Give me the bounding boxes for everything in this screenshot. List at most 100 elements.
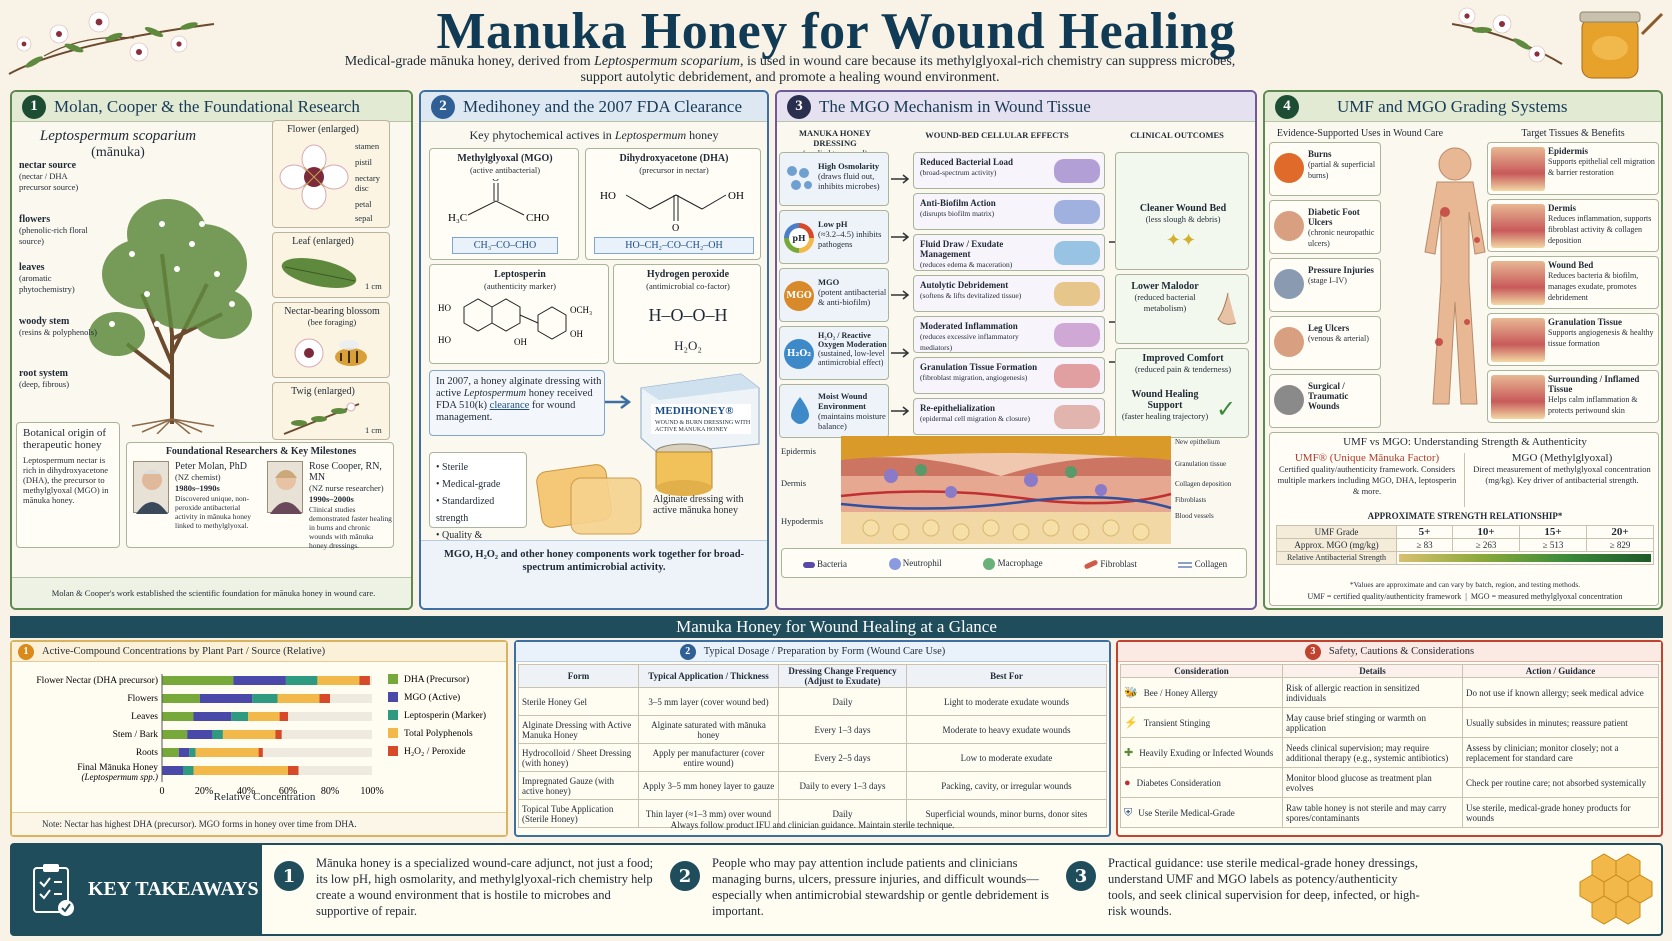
checkmark-icon: ✓ [1216, 397, 1237, 423]
effect-autolytic-debridement: Autolytic Debridement(softens & lifts de… [913, 275, 1105, 312]
cell-illustration-icon [1054, 364, 1100, 388]
umf-definition: UMF® (Unique Mānuka Factor)Certified qua… [1277, 452, 1457, 497]
human-body-figure [1424, 147, 1486, 405]
honeycomb-decoration [1579, 853, 1653, 925]
honey-gel-jar-image [655, 443, 713, 496]
legend-swatch [388, 728, 398, 738]
bar-segment [288, 766, 299, 775]
safety-icon: ✚ [1124, 746, 1134, 759]
takeaway-1: Mānuka honey is a specialized wound-care… [316, 856, 654, 918]
panel-number: 4 [1275, 94, 1299, 119]
bar-segment [233, 676, 286, 685]
water-drop-icon [791, 397, 809, 424]
twig-enlarged-inset: Twig (enlarged) 1 cm [272, 382, 390, 440]
bar-segment [275, 730, 282, 739]
species-name: Leptospermum scoparium [39, 128, 197, 144]
bar-segment [279, 712, 288, 721]
use-diabetic-foot-ulcers: Diabetic Foot Ulcers(chronic neuropathic… [1269, 200, 1381, 254]
hydrogen-peroxide-card: Hydrogen peroxide (antimicrobial co-fact… [613, 264, 761, 364]
bar-segment [162, 712, 194, 721]
key-takeaways-label: KEY TAKEAWAYS [12, 845, 262, 934]
quality-bullets: • Sterile• Medical-grade• Standardized s… [429, 452, 527, 558]
alginate-dressing-image [536, 464, 642, 535]
bar-segment [162, 694, 200, 703]
category-label: Flowers [127, 694, 158, 704]
svg-text:OH: OH [570, 329, 583, 339]
panel-medihoney: 2 Medihoney and the 2007 FDA Clearance Ke… [419, 90, 769, 610]
legend-swatch [388, 710, 398, 720]
bar-segment [248, 712, 280, 721]
legend-macrophage: Macrophage [983, 558, 1043, 570]
leaf-enlarged-inset: Leaf (enlarged) 1 cm [272, 232, 390, 298]
category-label: Roots [136, 748, 158, 758]
safety-icon: ● [1124, 776, 1131, 789]
safety-icon: ⚡ [1124, 716, 1138, 729]
dha-molecule-card: Dihydroxyacetone (DHA) (precursor in nec… [585, 148, 761, 260]
svg-text:HO: HO [438, 335, 451, 345]
label-root-system: root system(deep, fibrous) [19, 368, 70, 389]
phytochemicals-heading: Key phytochemical actives in Leptospermu… [469, 128, 719, 142]
svg-text:HO: HO [438, 303, 451, 313]
safety-icon: ⛨ [1124, 806, 1133, 819]
cell-illustration-icon [1054, 282, 1100, 306]
label-woody-stem: woody stem(resins & polyphenols) [19, 316, 97, 337]
arrow-right-icon [605, 395, 632, 409]
cell-legend: Bacteria Neutrophil Macrophage Fibroblas… [781, 548, 1247, 578]
effect-anti-biofilm-action: Anti-Biofilm Action(disrupts biofilm mat… [913, 193, 1105, 230]
wound-site-icon [1274, 327, 1304, 357]
cell-illustration-icon [1054, 323, 1100, 347]
tick-label: 80% [321, 786, 339, 797]
svg-text:HO: HO [600, 190, 616, 202]
takeaway-number: 3 [1066, 861, 1096, 891]
use-burns: Burns(partial & superficial burns) [1269, 142, 1381, 196]
researchers-box: Foundational Researchers & Key Milestone… [126, 442, 394, 550]
svg-text:O: O [492, 179, 499, 184]
bar-segment [189, 748, 196, 757]
bar-segment [195, 748, 259, 757]
honey-jar-decoration [1451, 4, 1667, 82]
chart-x-label: Relative Concentration [213, 791, 316, 803]
panel-title: UMF and MGO Grading Systems [1337, 96, 1568, 116]
legend-label: MGO (Active) [404, 692, 460, 703]
tissue-illustration-icon [1491, 261, 1545, 305]
bar-segment [162, 766, 183, 775]
wound-site-icon [1274, 211, 1304, 241]
label-nectar-source: nectar source(nectar / DHA precursor sou… [19, 160, 79, 192]
dosage-footer: Always follow product IFU and clinician … [670, 820, 955, 830]
avatar [133, 461, 169, 514]
flow-arrows [891, 174, 910, 416]
legend-label: H₂O₂ / Peroxide [404, 747, 466, 757]
h2o2-badge-icon: H₂O₂ [784, 339, 814, 369]
legend-bacteria: Bacteria [802, 559, 847, 569]
manuka-flower-decoration [4, 4, 219, 82]
page-subtitle: Medical-grade mānuka honey, derived from… [344, 54, 1236, 85]
bar-segment [258, 748, 263, 757]
bar-segment [199, 694, 253, 703]
panel-footer: MGO, H₂O₂ and other honey components wor… [443, 549, 745, 573]
safety-icon: 🐝 [1124, 686, 1138, 699]
fda-clearance-link[interactable]: clearance [489, 400, 530, 411]
svg-text:O: O [672, 223, 679, 233]
takeaway-3: Practical guidance: use sterile medical-… [1108, 856, 1420, 918]
panel-title: Medihoney and the 2007 FDA Clearance [463, 96, 743, 116]
cell-illustration-icon [1054, 405, 1100, 429]
panel-number: 2 [431, 94, 455, 119]
page-title: Manuka Honey for Wound Healing [436, 3, 1236, 60]
property-mgo: MGO MGO(potent antibacterial & anti-biof… [779, 268, 889, 322]
outcome-cleaner-wound-bed: Cleaner Wound Bed(less slough & debris) … [1115, 152, 1249, 270]
use-surgical-traumatic-wounds: Surgical / Traumatic Wounds [1269, 374, 1381, 428]
table-row: Hydrocolloid / Sheet Dressing (with hone… [518, 743, 1107, 772]
